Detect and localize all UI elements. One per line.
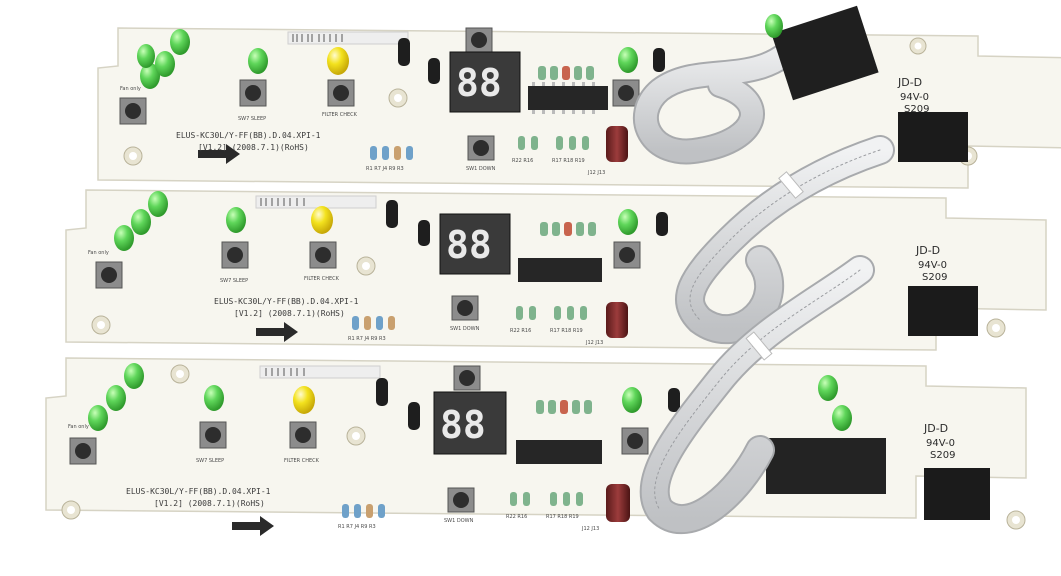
ic-chip xyxy=(516,440,602,464)
circuit-board-bottom: 88 ELUS-KC30L/Y-FF(BB).D.04.XPI-1 [V1.2]… xyxy=(45,357,1027,536)
code-mark: S209 xyxy=(904,104,929,115)
tact-switch xyxy=(239,79,267,107)
capacitor xyxy=(606,484,630,522)
code-mark: S209 xyxy=(930,450,955,461)
resistor-row-left-label: R1 R7 J4 R9 R3 xyxy=(338,524,376,530)
resistor-row-mid-label: R22 R16 xyxy=(512,158,533,164)
led-green xyxy=(88,363,852,431)
tact-switch xyxy=(465,27,493,53)
ir-receiver xyxy=(898,112,968,162)
resistors xyxy=(370,66,594,160)
code-mark: S209 xyxy=(922,272,947,283)
tact-switch xyxy=(199,421,227,449)
ul-mark: JD-D xyxy=(915,244,940,257)
tact-switch xyxy=(447,487,475,513)
resistor-row-right-label: R17 R18 R19 xyxy=(546,514,579,520)
led-yellow xyxy=(327,47,349,75)
seven-segment-display: 88 xyxy=(433,391,507,455)
ic-chip xyxy=(528,86,608,110)
resistor-row-right-label: R17 R18 R19 xyxy=(552,158,585,164)
tact-switch xyxy=(621,427,649,455)
down-label: SW1 DOWN xyxy=(450,326,480,332)
led-yellow xyxy=(293,386,315,414)
tact-switch xyxy=(221,241,249,269)
svg-text:88: 88 xyxy=(440,403,486,447)
ir-receiver xyxy=(924,468,990,520)
down-label: SW1 DOWN xyxy=(466,166,496,172)
filter-check-label: FILTER CHECK xyxy=(322,112,358,118)
board-model-label: ELUS-KC30L/Y-FF(BB).D.04.XPI-1 xyxy=(126,487,271,496)
board-version-label: [V1.2] (2008.7.1)(RoHS) xyxy=(198,143,309,152)
ribbon-connector xyxy=(766,438,886,494)
resistors xyxy=(342,400,592,518)
down-label: SW1 DOWN xyxy=(444,518,474,524)
seven-segment-display: 88 xyxy=(439,213,511,275)
tact-switch xyxy=(453,365,481,391)
led-green xyxy=(765,14,783,38)
ul-mark: JD-D xyxy=(897,76,922,89)
fan-only-label: Fan only xyxy=(88,250,109,256)
led-yellow xyxy=(311,206,333,234)
capacitor xyxy=(606,126,628,162)
capacitor xyxy=(606,302,628,338)
board-version-label: [V1.2] (2008.7.1)(RoHS) xyxy=(234,309,345,318)
ir-receiver xyxy=(908,286,978,336)
resistor-row-left-label: R1 R7 J4 R9 R3 xyxy=(366,166,404,172)
sleep-label: SW7 SLEEP xyxy=(238,116,266,122)
svg-text:88: 88 xyxy=(456,61,502,105)
ic-chip xyxy=(518,258,602,282)
resistor-row-left-label: R1 R7 J4 R9 R3 xyxy=(348,336,386,342)
fan-only-label: Fan only xyxy=(120,86,141,92)
connector-label: J12 J13 xyxy=(581,526,599,532)
sleep-label: SW7 SLEEP xyxy=(196,458,224,464)
tact-switch xyxy=(289,421,317,449)
circuit-board-middle: 88 ELUS-KC30L/Y-FF(BB).D.04.XPI-1 [V1.2]… xyxy=(65,189,1047,351)
circuit-board-top: 88 ELUS-KC30L/Y-FF(BB).D.04.XPI-1 [V1.2]… xyxy=(97,27,1061,189)
rating-mark: 94V-0 xyxy=(918,260,947,271)
tact-switch xyxy=(467,135,495,161)
connector-label: J12 J13 xyxy=(585,340,603,346)
resistor-row-right-label: R17 R18 R19 xyxy=(550,328,583,334)
tact-switch xyxy=(612,79,640,107)
board-model-label: ELUS-KC30L/Y-FF(BB).D.04.XPI-1 xyxy=(214,297,359,306)
rating-mark: 94V-0 xyxy=(926,438,955,449)
led-green xyxy=(114,191,638,251)
header-connector xyxy=(771,5,879,101)
board-version-label: [V1.2] (2008.7.1)(RoHS) xyxy=(154,499,265,508)
resistor-row-mid-label: R22 R16 xyxy=(506,514,527,520)
tact-switch xyxy=(613,241,641,269)
resistors xyxy=(352,222,596,330)
sleep-label: SW7 SLEEP xyxy=(220,278,248,284)
connector-label: J12 J13 xyxy=(587,170,605,176)
tact-switch xyxy=(119,97,147,125)
seven-segment-display: 88 xyxy=(449,51,521,113)
svg-text:88: 88 xyxy=(446,223,492,267)
filter-check-label: FILTER CHECK xyxy=(284,458,320,464)
ribbon-cables xyxy=(632,27,895,535)
board-model-label: ELUS-KC30L/Y-FF(BB).D.04.XPI-1 xyxy=(176,131,321,140)
fan-only-label: Fan only xyxy=(68,424,89,430)
tact-switch xyxy=(451,295,479,321)
rating-mark: 94V-0 xyxy=(900,92,929,103)
tact-switch xyxy=(69,437,97,465)
tact-switch xyxy=(309,241,337,269)
tact-switch xyxy=(327,79,355,107)
led-green xyxy=(137,29,638,89)
ul-mark: JD-D xyxy=(923,422,948,435)
resistor-row-mid-label: R22 R16 xyxy=(510,328,531,334)
tact-switch xyxy=(95,261,123,289)
filter-check-label: FILTER CHECK xyxy=(304,276,340,282)
